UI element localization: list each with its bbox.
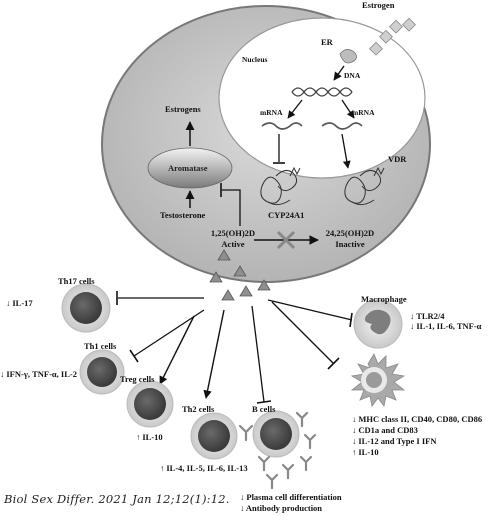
inhibit-bar [129, 349, 139, 363]
estrogens-label: Estrogens [165, 104, 201, 114]
to-th2-arrow [203, 309, 225, 399]
estrogen-molecules [369, 17, 416, 56]
th17-effect: ↓ IL-17 [6, 298, 33, 308]
mrna-left-strand [261, 122, 303, 130]
aromatase-ellipse [147, 147, 233, 189]
treg-name: Treg cells [120, 374, 155, 384]
citation: Biol Sex Differ. 2021 Jan 12;12(1):12. [4, 492, 230, 506]
inhibit-bar [349, 312, 353, 328]
inactive-label-line1: 24,25(OH)2D [325, 228, 375, 238]
testosterone-label: Testosterone [160, 210, 206, 220]
dna-label: DNA [344, 71, 361, 80]
th1-name: Th1 cells [84, 341, 117, 351]
bcells-name: B cells [252, 404, 276, 414]
th2-effect: ↑ IL-4, IL-5, IL-6, IL-13 [160, 463, 248, 473]
mrna-right-strand [321, 122, 363, 130]
b-cell [252, 410, 300, 458]
vitamin-d-triangles [209, 249, 271, 301]
to-dendritic-inhibit [271, 301, 335, 365]
dendritic-effect-1: ↓ MHC class II, CD40, CD80, CD86 [352, 414, 483, 424]
dna-helix [291, 87, 353, 97]
dendritic-effect-3: ↓ IL-12 and Type I IFN [352, 436, 437, 446]
vdr-label: VDR [388, 154, 407, 164]
er-receptor [339, 49, 357, 64]
cyp24a1-label: CYP24A1 [268, 210, 305, 220]
to-bcells-inhibit [251, 305, 265, 403]
antibodies [238, 411, 317, 490]
treg-effect: ↑ IL-10 [136, 432, 163, 442]
to-th1-inhibit [133, 309, 205, 357]
macrophage-effect-1: ↓ TLR2/4 [410, 311, 445, 321]
inhibit-bar [327, 357, 340, 370]
active-label-line2: Active [221, 239, 245, 249]
to-treg-arrow [159, 315, 195, 385]
to-macrophage-inhibit [267, 299, 353, 321]
th17-cell [61, 283, 111, 333]
th2-name: Th2 cells [182, 404, 215, 414]
blocked-cross [276, 230, 296, 250]
mrna-left-label: mRNA [260, 108, 283, 117]
bcells-effect-2: ↓ Antibody production [240, 503, 323, 513]
nucleus-label: Nucleus [242, 55, 268, 64]
mrna-to-vdr-arrow [341, 133, 351, 169]
active-label-line1: 1,25(OH)2D [210, 228, 256, 238]
dendritic-effect-2: ↓ CD1a and CD83 [352, 425, 418, 435]
nucleus [218, 17, 426, 179]
macrophage-name: Macrophage [361, 294, 407, 304]
th17-name: Th17 cells [58, 276, 95, 286]
cyp24a1-protein [260, 166, 301, 206]
active-inhibits-aromatase [222, 189, 241, 226]
macrophage-effect-2: ↓ IL-1, IL-6, TNF-α [410, 321, 482, 331]
dna-right-arrow [341, 99, 355, 119]
bcells-effect-1: ↓ Plasma cell differentiation [240, 492, 342, 502]
inhibit-bar [256, 400, 272, 404]
vdr-protein [344, 166, 385, 206]
estrogen-label: Estrogen [362, 0, 395, 10]
aromatase-label: Aromatase [168, 163, 208, 173]
th1-effect: ↓ IFN-γ, TNF-α, IL-2 [0, 369, 77, 379]
dna-left-arrow [287, 99, 303, 119]
th1-cell [79, 349, 125, 395]
inactive-label-line2: Inactive [335, 239, 365, 249]
th2-cell [190, 412, 238, 460]
macrophage-cell [353, 299, 403, 349]
er-to-dna-arrow [333, 65, 345, 81]
dendritic-cell [350, 353, 406, 407]
dendritic-effect-4: ↑ IL-10 [352, 447, 379, 457]
treg-cell [126, 380, 174, 428]
er-label: ER [321, 37, 333, 47]
mrna-right-label: mRNA [352, 108, 375, 117]
